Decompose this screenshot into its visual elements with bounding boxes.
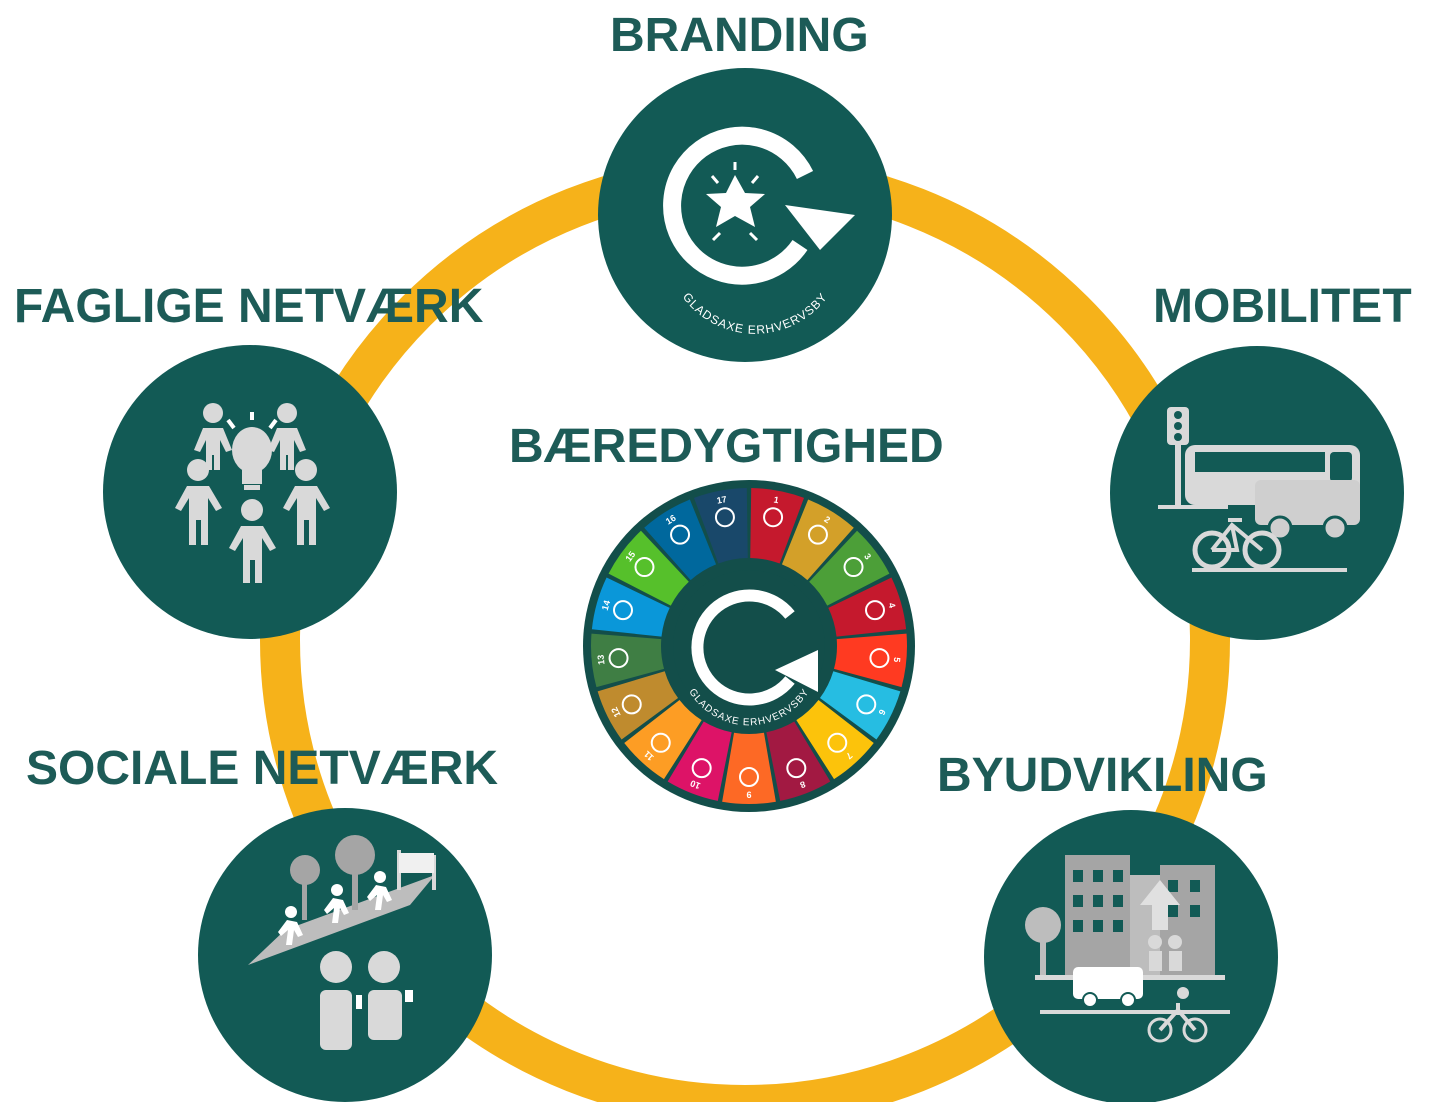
sdg-goal-icon [670,524,691,545]
sdg-number-label: 10 [689,778,702,791]
center-logo-icon: GLADSAXE ERHVERVSBY [673,570,825,728]
sdg-segment-2 [781,499,854,581]
sdg-goal-icon [807,524,828,545]
sdg-goal-icon [650,732,671,753]
sdg-goal-icon [714,507,735,528]
sdg-goal-icon [763,507,784,528]
sociale-label: SOCIALE NETVÆRK [26,742,499,795]
sdg-segment-3 [809,530,890,606]
sdg-goal-icon [621,694,642,715]
byudvikling-label: BYUDVIKLING [937,749,1268,802]
sdg-number-label: 2 [822,514,832,525]
sdg-number-label: 13 [596,654,607,665]
people-lightbulb-icon [175,403,330,583]
sdg-segment-16 [644,499,717,581]
sdg-number-label: 17 [716,494,728,506]
sdg-goal-icon [608,648,629,669]
star-refresh-logo-icon [663,126,855,285]
sdg-number-label: 14 [600,599,612,611]
branding-label: BRANDING [610,9,869,62]
runners-people-icon [248,835,436,1050]
sdg-segment-6 [819,671,901,740]
sdg-segment-11 [624,700,702,780]
sdg-segment-8 [766,721,831,801]
byudvikling-node [984,810,1278,1102]
sdg-number-label: 15 [623,549,637,563]
sdg-goal-icon [856,694,877,715]
sdg-number-label: 4 [886,602,897,610]
sdg-segment-10 [667,721,732,801]
sdg-goal-icon [634,557,655,578]
sdg-segment-15 [608,530,689,606]
sdg-goal-icon [869,648,890,669]
sdg-segment-7 [796,700,874,780]
bus-traffic-icon [1158,407,1360,572]
city-buildings-icon [1025,855,1230,1043]
sdg-number-label: 12 [609,706,622,719]
sdg-goal-icon [843,557,864,578]
sdg-number-label: 6 [876,708,887,717]
sdg-number-label: 16 [664,513,678,527]
sdg-number-label: 8 [799,779,807,790]
sdg-goal-icon [613,600,634,621]
branding-node: GLADSAXE ERHVERVSBY [598,68,892,362]
faglige-label: FAGLIGE NETVÆRK [14,280,484,333]
sdg-segment-12 [597,671,679,740]
center-title: BÆREDYGTIGHED [509,420,944,473]
sdg-goal-icon [786,758,807,779]
sociale-node [198,808,492,1102]
mobilitet-label: MOBILITET [1153,280,1412,333]
sdg-number-label: 1 [773,495,780,506]
mobilitet-node [1110,346,1404,640]
sdg-goal-icon [691,758,712,779]
sdg-goal-icon [864,600,885,621]
sdg-number-label: 9 [746,790,751,800]
sdg-goal-icon [827,732,848,753]
faglige-node [103,345,397,639]
sdg-number-label: 5 [892,657,902,663]
sdg-number-label: 7 [844,750,854,761]
sdg-goal-icon [739,767,759,787]
sdg-number-label: 3 [862,551,873,561]
